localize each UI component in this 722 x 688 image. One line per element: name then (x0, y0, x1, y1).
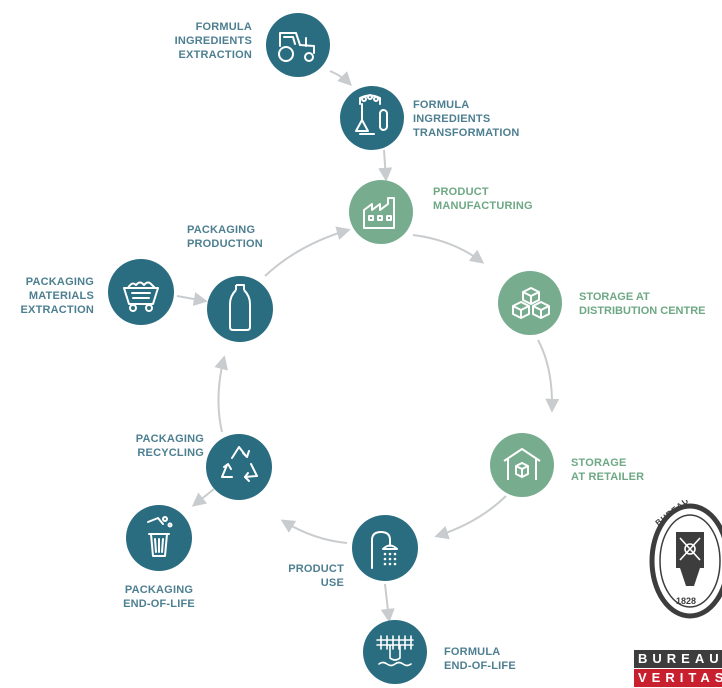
node-product-manufacturing (349, 180, 413, 244)
arrow-use-to-formula-eol (380, 583, 395, 623)
mine-cart-icon (123, 281, 159, 312)
logo-seal (649, 503, 722, 619)
node-packaging-eol (126, 505, 192, 571)
arrow-materials-to-production (176, 292, 208, 306)
shower-icon (371, 531, 398, 569)
node-formula-extraction (266, 13, 330, 77)
arrow-manufacturing-to-distribution (412, 234, 485, 264)
arrow-transformation-to-manufacturing (378, 149, 393, 182)
arrow-recycling-to-eol (191, 488, 215, 507)
arrow-production-to-manufacturing (264, 226, 351, 277)
tractor-icon (278, 32, 315, 62)
arrow-retailer-to-use (434, 495, 507, 540)
node-product-use (352, 515, 418, 581)
label-formula-eol: FORMULA END-OF-LIFE (444, 646, 516, 672)
trash-bin-icon (147, 516, 173, 557)
logo-year: 1828 (676, 596, 696, 606)
arrow-distribution-to-retailer (537, 339, 560, 413)
logo-word-bureau: BUREAU (634, 650, 722, 668)
label-storage-retailer: STORAGE AT RETAILER (571, 457, 645, 483)
node-storage-retailer (490, 433, 554, 497)
label-packaging-eol: PACKAGING END-OF-LIFE (123, 584, 195, 610)
label-storage-distribution: STORAGE AT DISTRIBUTION CENTRE (579, 291, 706, 317)
recycle-icon (221, 446, 258, 482)
boxes-icon (512, 287, 550, 319)
node-packaging-recycling (206, 434, 272, 500)
label-packaging-recycling: PACKAGING RECYCLING (135, 433, 204, 459)
label-packaging-production: PACKAGING PRODUCTION (187, 224, 263, 250)
cycle-arrows (176, 70, 560, 623)
lab-equipment-icon (355, 94, 388, 135)
arrow-extraction-to-transformation (329, 70, 352, 86)
node-formula-transformation (340, 86, 404, 150)
label-product-use: PRODUCT USE (288, 563, 344, 589)
label-product-manufacturing: PRODUCT MANUFACTURING (433, 186, 533, 212)
bureau-veritas-logo: BUREAU VERITAS 1828 (649, 500, 722, 619)
label-formula-extraction: FORMULA INGREDIENTS EXTRACTION (174, 21, 252, 61)
node-storage-distribution (498, 271, 562, 335)
warehouse-icon (503, 448, 541, 480)
logo-word-veritas: VERITAS (634, 669, 722, 687)
bottle-icon (229, 284, 251, 331)
node-packaging-production (207, 276, 273, 342)
wastewater-icon (376, 635, 414, 667)
arrow-use-to-recycling (280, 519, 348, 544)
node-formula-eol (363, 620, 427, 684)
label-formula-transformation: FORMULA INGREDIENTS TRANSFORMATION (413, 99, 520, 139)
node-packaging-materials (108, 259, 174, 325)
factory-icon (363, 197, 395, 229)
arrow-recycling-to-production (214, 355, 229, 433)
label-packaging-materials: PACKAGING MATERIALS EXTRACTION (20, 276, 94, 316)
